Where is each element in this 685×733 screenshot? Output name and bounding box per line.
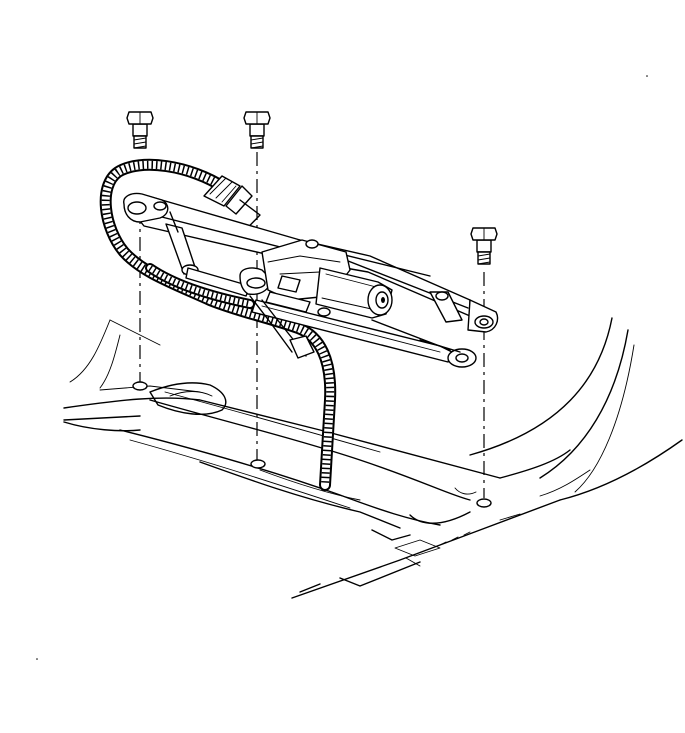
bolt-right: [470, 227, 498, 265]
wiper-motor: [249, 239, 393, 359]
cowl-panel: [63, 317, 683, 599]
bolt-center: [243, 111, 271, 149]
bolt-left: [126, 111, 154, 149]
wire-harness-conduit: [99, 158, 337, 491]
scan-specks: [36, 75, 648, 660]
